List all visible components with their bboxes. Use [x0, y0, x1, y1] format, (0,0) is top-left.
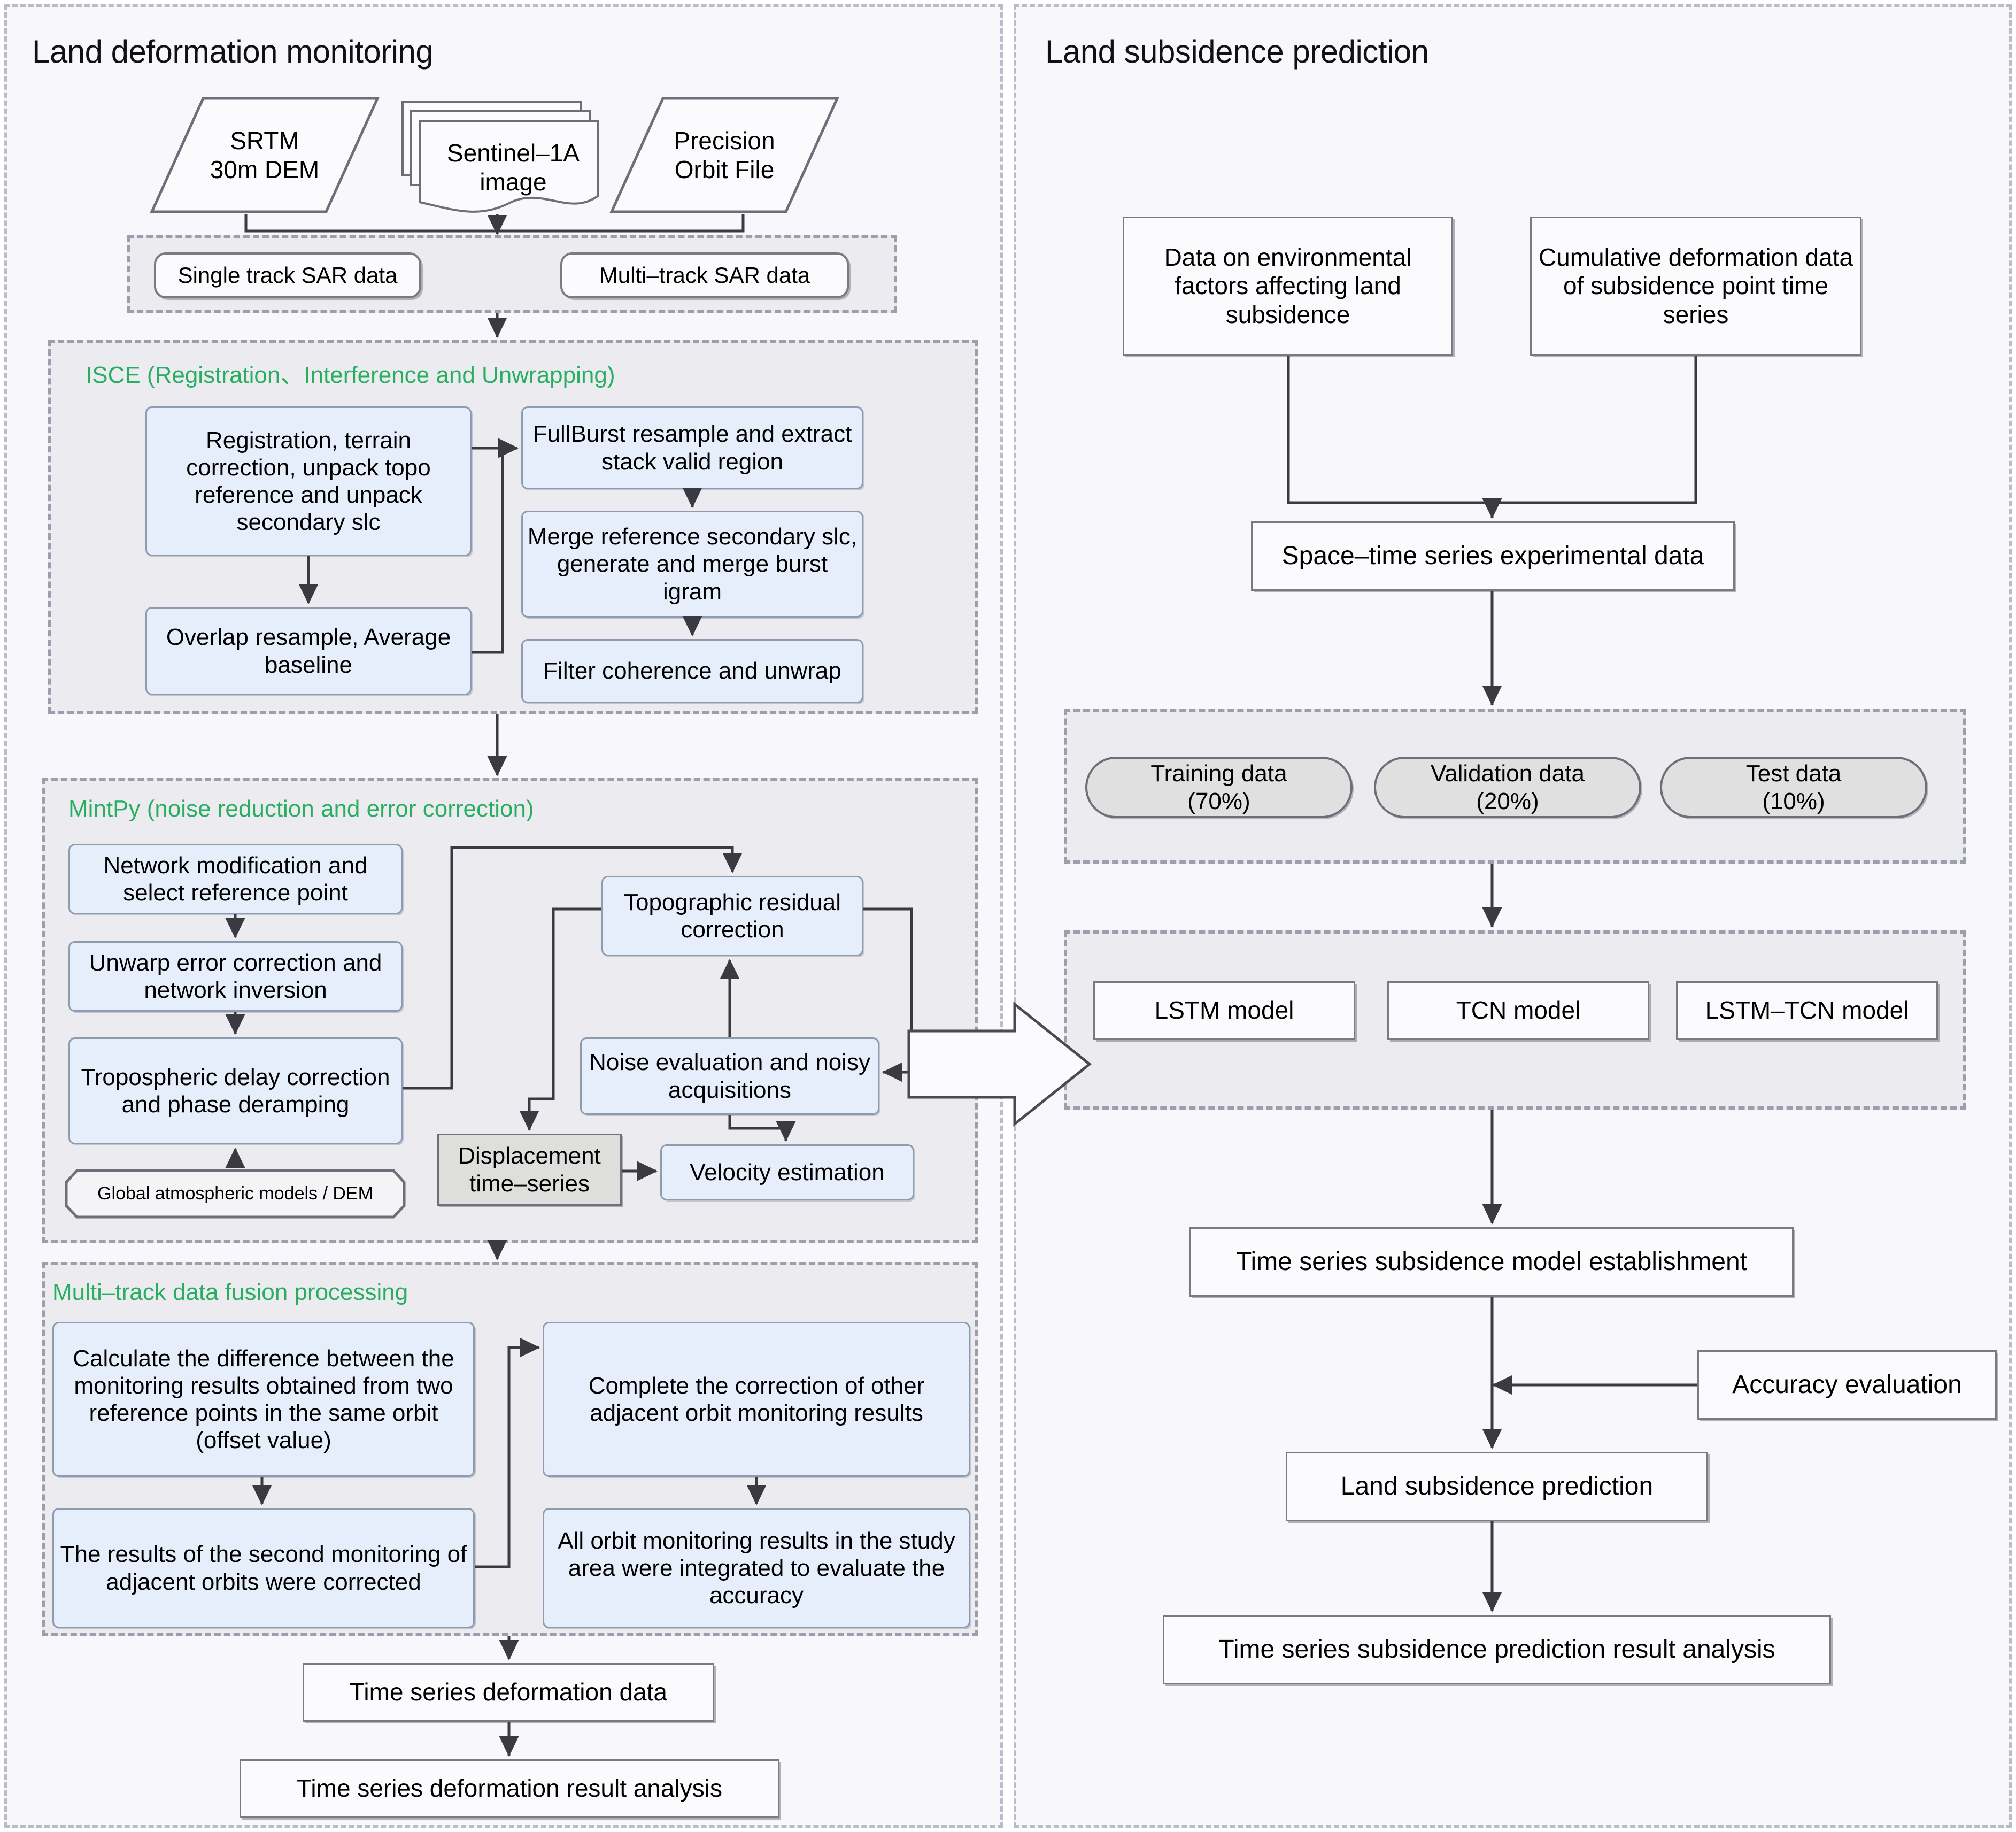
- node-mintpy-tropospheric-delay[interactable]: Tropospheric delay correction and phase …: [68, 1037, 403, 1144]
- node-accuracy-evaluation[interactable]: Accuracy evaluation: [1697, 1350, 1997, 1420]
- node-mintpy-unwarp-error-correction[interactable]: Unwarp error correction and network inve…: [68, 941, 403, 1012]
- panel-title-left: Land deformation monitoring: [32, 34, 434, 70]
- node-fusion-second-monitoring-corrected[interactable]: The results of the second monitoring of …: [52, 1508, 475, 1628]
- node-mintpy-global-atmospheric-models[interactable]: Global atmospheric models / DEM: [64, 1168, 406, 1219]
- node-space-time-series-experimental-data[interactable]: Space–time series experimental data: [1251, 521, 1735, 591]
- node-mintpy-topographic-residual-correction[interactable]: Topographic residual correction: [601, 876, 863, 956]
- node-single-track-sar-data[interactable]: Single track SAR data: [154, 252, 421, 298]
- node-fusion-complete-correction[interactable]: Complete the correction of other adjacen…: [543, 1322, 970, 1477]
- node-land-subsidence-prediction[interactable]: Land subsidence prediction: [1286, 1452, 1708, 1521]
- node-mintpy-velocity-estimation[interactable]: Velocity estimation: [660, 1144, 914, 1200]
- node-validation-data[interactable]: Validation data(20%): [1374, 757, 1641, 818]
- node-environmental-factors-data[interactable]: Data on environmental factors affecting …: [1123, 217, 1453, 356]
- node-isce-registration[interactable]: Registration, terrain correction, unpack…: [145, 406, 472, 556]
- group-multi-track-fusion-title: Multi–track data fusion processing: [52, 1279, 408, 1305]
- node-lstm-model[interactable]: LSTM model: [1093, 981, 1355, 1040]
- node-fusion-all-orbit-integrated[interactable]: All orbit monitoring results in the stud…: [543, 1508, 970, 1628]
- node-cumulative-deformation-data[interactable]: Cumulative deformation data of subsidenc…: [1530, 217, 1861, 356]
- node-mintpy-displacement-time-series[interactable]: Displacement time–series: [437, 1134, 622, 1206]
- group-isce-title: ISCE (Registration、Interference and Unwr…: [86, 362, 615, 388]
- node-test-data[interactable]: Test data(10%): [1660, 757, 1927, 818]
- node-time-series-deformation-data[interactable]: Time series deformation data: [303, 1663, 714, 1722]
- node-time-series-subsidence-model-establishment[interactable]: Time series subsidence model establishme…: [1189, 1227, 1794, 1297]
- panel-title-right: Land subsidence prediction: [1045, 34, 1429, 70]
- node-multi-track-sar-data[interactable]: Multi–track SAR data: [560, 252, 849, 298]
- node-isce-fullburst-resample[interactable]: FullBurst resample and extract stack val…: [521, 406, 863, 489]
- node-tcn-model[interactable]: TCN model: [1387, 981, 1649, 1040]
- node-fusion-calculate-difference[interactable]: Calculate the difference between the mon…: [52, 1322, 475, 1477]
- node-mintpy-noise-evaluation[interactable]: Noise evaluation and noisy acquisitions: [580, 1037, 879, 1115]
- node-isce-overlap-resample[interactable]: Overlap resample, Average baseline: [145, 607, 472, 695]
- node-mintpy-network-modification[interactable]: Network modification and select referenc…: [68, 844, 403, 914]
- group-mintpy-title: MintPy (noise reduction and error correc…: [68, 796, 534, 822]
- node-time-series-deformation-result-analysis[interactable]: Time series deformation result analysis: [240, 1759, 779, 1818]
- node-mintpy-global-atmospheric-models-label: Global atmospheric models / DEM: [97, 1183, 373, 1204]
- node-isce-merge-reference[interactable]: Merge reference secondary slc, generate …: [521, 511, 863, 618]
- node-time-series-subsidence-prediction-result-analysis[interactable]: Time series subsidence prediction result…: [1163, 1615, 1831, 1684]
- node-isce-filter-coherence[interactable]: Filter coherence and unwrap: [521, 639, 863, 703]
- node-lstm-tcn-model[interactable]: LSTM–TCN model: [1676, 981, 1938, 1040]
- node-training-data[interactable]: Training data(70%): [1085, 757, 1353, 818]
